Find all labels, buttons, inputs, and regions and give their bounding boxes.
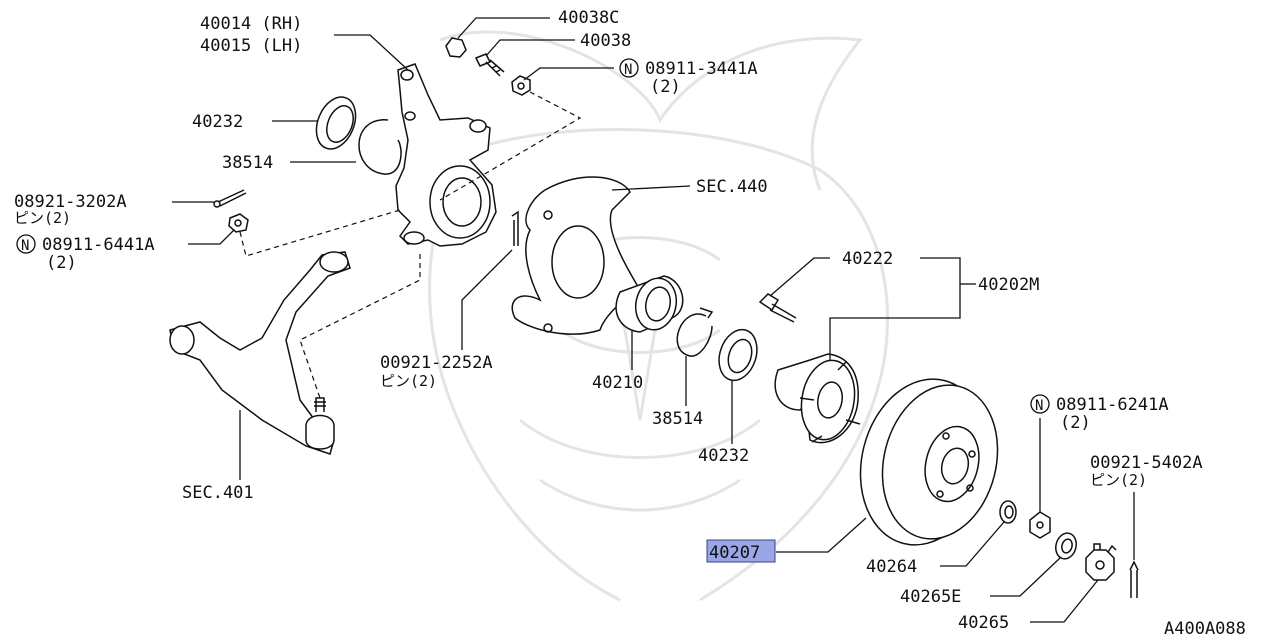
steering-knuckle[interactable]	[395, 63, 497, 247]
label-nut-top-text: 08911-3441A	[645, 59, 758, 79]
label-nut-e-text: 40265E	[900, 587, 961, 607]
label-snap-mid[interactable]: 38514	[652, 409, 703, 429]
nut-right-part[interactable]	[1029, 511, 1051, 539]
leader-cap	[457, 17, 550, 39]
nut-left-part[interactable]	[228, 213, 249, 233]
seal-left-part[interactable]	[309, 91, 363, 155]
highlight-box	[706, 539, 776, 563]
label-nut-right[interactable]: N 08911-6241A (2)	[1030, 394, 1169, 433]
seal-mid-part[interactable]	[713, 325, 763, 386]
label-pin-mid[interactable]: 00921-2252A ピン(2)	[380, 353, 493, 390]
label-hub-assy[interactable]: 40202M	[978, 275, 1039, 295]
brake-rotor-part[interactable]	[844, 365, 1014, 558]
leader-pin-mid	[461, 249, 513, 350]
n-symbol-icon	[16, 234, 36, 254]
leader-castle-nut	[1030, 579, 1099, 623]
dust-shield[interactable]	[511, 176, 642, 335]
label-pin-left-text: 08921-3202A	[14, 192, 127, 212]
label-bolt-text: 40038	[580, 31, 631, 51]
leader-nut-top	[523, 67, 614, 81]
n-symbol-icon	[619, 58, 639, 78]
label-washer-text: 40264	[866, 557, 917, 577]
leader-nut-left	[188, 229, 235, 245]
cotter-pin-right-part[interactable]	[1129, 560, 1139, 598]
nut-top-part[interactable]	[511, 75, 531, 96]
label-washer[interactable]: 40264	[866, 557, 917, 577]
label-pin-left-qty: ピン(2)	[14, 209, 71, 227]
dash-nut-left	[239, 209, 401, 257]
label-seal-left-text: 40232	[192, 112, 243, 132]
label-cap[interactable]: 40038C	[558, 8, 619, 28]
nut-40265e-part[interactable]	[1053, 531, 1079, 561]
label-pin-mid-text: 00921-2252A	[380, 353, 493, 373]
label-castle-nut[interactable]: 40265	[958, 613, 1009, 633]
label-pin-right-text: 00921-5402A	[1090, 453, 1203, 473]
label-bolt[interactable]: 40038	[580, 31, 631, 51]
label-nut-right-qty: (2)	[1060, 413, 1091, 433]
label-seal-mid-text: 40232	[698, 446, 749, 466]
label-snap-left[interactable]: 38514	[222, 153, 273, 173]
leader-bolt	[485, 39, 575, 57]
label-sec401[interactable]: SEC.401	[182, 483, 254, 503]
leader-washer	[940, 521, 1005, 567]
label-seal-left[interactable]: 40232	[192, 112, 243, 132]
leader-sec440	[611, 185, 691, 191]
label-seal-mid[interactable]: 40232	[698, 446, 749, 466]
dash-arm	[299, 254, 421, 399]
label-nut-right-text: 08911-6241A	[1056, 395, 1169, 415]
label-bearing[interactable]: 40210	[592, 373, 643, 393]
n-symbol-text: N	[1035, 398, 1043, 414]
castle-nut-part[interactable]	[1085, 543, 1117, 581]
label-knuckle[interactable]: 40014 (RH) 40015 (LH)	[200, 14, 302, 56]
lower-control-arm[interactable]	[169, 251, 351, 455]
snap-ring-left-part[interactable]	[358, 119, 402, 175]
label-nut-left-text: 08911-6441A	[42, 235, 155, 255]
label-bearing-text: 40210	[592, 373, 643, 393]
label-hub-bolt[interactable]: 40222	[842, 249, 893, 269]
label-nut-top[interactable]: N 08911-3441A (2)	[619, 58, 758, 97]
label-snap-left-text: 38514	[222, 153, 273, 173]
leader-hub-assy	[829, 257, 961, 360]
label-nut-left[interactable]: N 08911-6441A (2)	[16, 234, 155, 273]
cotter-pin-left-part[interactable]	[213, 189, 247, 208]
label-pin-right-qty: ピン(2)	[1090, 471, 1147, 489]
cap-40038c-part[interactable]	[445, 37, 467, 58]
label-knuckle-rh: 40014 (RH)	[200, 14, 302, 34]
label-hub-assy-text: 40202M	[978, 275, 1039, 295]
label-pin-right[interactable]: 00921-5402A ピン(2)	[1090, 453, 1203, 489]
label-nut-e[interactable]: 40265E	[900, 587, 961, 607]
label-sec401-text: SEC.401	[182, 483, 254, 503]
label-cap-text: 40038C	[558, 8, 619, 28]
bolt-40038-part[interactable]	[474, 53, 505, 77]
label-pin-mid-qty: ピン(2)	[380, 372, 437, 390]
dash-nut-top	[439, 91, 582, 201]
wheel-bearing-part[interactable]	[615, 274, 684, 333]
hub-bolt-part[interactable]	[758, 293, 797, 323]
label-nut-top-qty: (2)	[650, 77, 681, 97]
diagram-code: A400A088	[1164, 619, 1246, 638]
label-snap-mid-text: 38514	[652, 409, 703, 429]
n-symbol-icon	[1030, 394, 1050, 414]
cotter-pin-mid-part[interactable]	[511, 210, 519, 246]
label-pin-left[interactable]: 08921-3202A ピン(2)	[14, 192, 127, 227]
leader-hub-bolt	[769, 257, 830, 297]
leader-rotor	[776, 517, 867, 553]
label-sec440[interactable]: SEC.440	[696, 177, 768, 197]
label-hub-bolt-text: 40222	[842, 249, 893, 269]
wheel-hub-part[interactable]	[774, 353, 861, 444]
label-sec440-text: SEC.440	[696, 177, 768, 197]
n-symbol-text: N	[21, 238, 29, 254]
label-castle-nut-text: 40265	[958, 613, 1009, 633]
label-nut-left-qty: (2)	[46, 253, 77, 273]
label-rotor[interactable]: 40207	[706, 539, 776, 563]
leader-knuckle	[334, 34, 409, 71]
leader-nut-e	[990, 557, 1061, 597]
snap-ring-mid-part[interactable]	[676, 307, 714, 357]
label-rotor-text: 40207	[709, 543, 760, 563]
washer-part[interactable]	[999, 500, 1017, 524]
label-knuckle-lh: 40015 (LH)	[200, 36, 302, 56]
n-symbol-text: N	[624, 62, 632, 78]
